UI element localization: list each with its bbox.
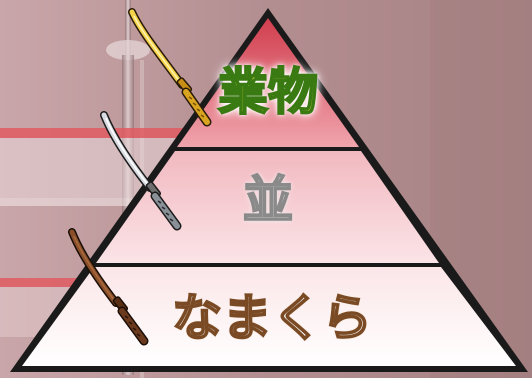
tier-label-bottom: なまくら [171, 289, 373, 347]
pyramid-tier-middle [96, 151, 439, 263]
gold-katana-icon [128, 8, 212, 127]
silver-katana-icon [100, 111, 182, 231]
pyramid-tier-top [177, 18, 359, 147]
tier-label-middle: 並 [242, 171, 294, 229]
tier-label-top: 業物 [217, 63, 319, 121]
rusty-katana-icon [68, 228, 149, 346]
